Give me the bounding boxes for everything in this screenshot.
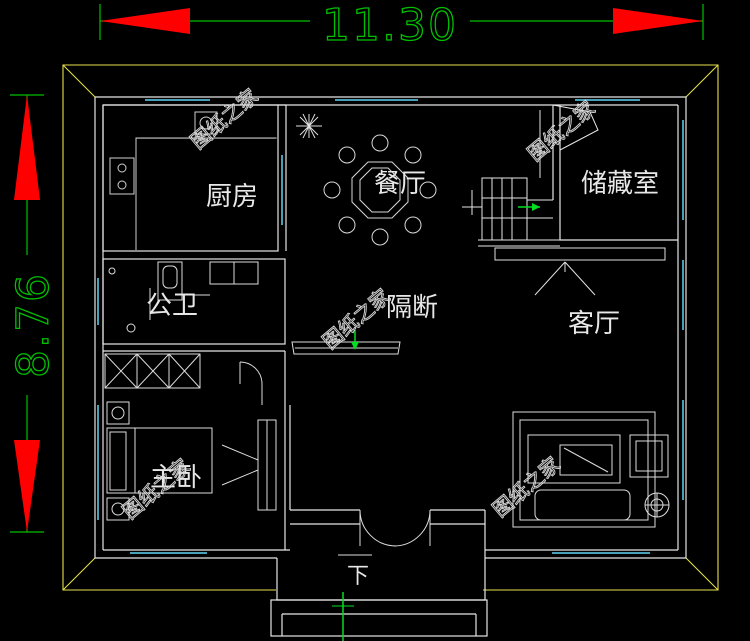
partition-marker [351, 330, 359, 350]
staircase [478, 104, 599, 247]
stair-direction-marker [462, 190, 540, 215]
watermark: 图纸之家 [186, 84, 263, 154]
plant-icon [296, 113, 322, 139]
room-label-dining: 餐厅 [374, 169, 426, 199]
room-label-storage: 储藏室 [581, 169, 659, 199]
width-dimension-label: 11.30 [322, 0, 458, 51]
outer-boundary [62, 64, 719, 591]
top-left-arrow [100, 8, 190, 34]
entrance-marker [332, 592, 354, 641]
left-bottom-arrow [14, 440, 40, 532]
room-label-master-bedroom: 主卧 [150, 463, 202, 493]
left-dimension: 8.76 [7, 94, 60, 533]
watermark: 图纸之家 [488, 452, 565, 522]
sofa-set [512, 411, 670, 528]
stair-down-label: 下 [347, 564, 369, 589]
walls [94, 96, 687, 637]
room-label-partition: 隔断 [386, 293, 438, 323]
room-label-kitchen: 厨房 [206, 182, 258, 212]
kitchen-stove [109, 111, 277, 250]
tv-cabinet [494, 247, 666, 296]
dining-table [323, 134, 437, 246]
top-right-arrow [613, 8, 703, 34]
windows [97, 99, 684, 554]
bedroom-wardrobe [104, 353, 263, 405]
bedroom-tv [221, 419, 277, 511]
top-dimension: 11.30 [99, 0, 704, 52]
height-dimension-label: 8.76 [8, 272, 59, 378]
partition-screen [291, 341, 401, 355]
entrance-doors [338, 509, 431, 556]
bathroom-fixtures [108, 261, 259, 333]
room-label-living: 客厅 [568, 309, 620, 339]
left-top-arrow [14, 95, 40, 200]
room-label-bathroom: 公卫 [146, 291, 198, 321]
bed [106, 401, 213, 521]
